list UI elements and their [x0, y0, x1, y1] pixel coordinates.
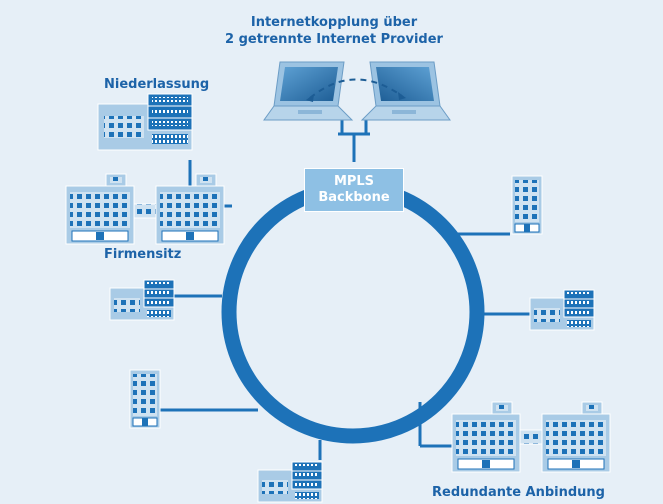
office-building-icon-niederlassung — [97, 93, 193, 151]
backbone-label-line1: MPLS — [333, 174, 375, 189]
office-building-icon-firmensitz-left — [65, 173, 135, 245]
office-building-icon-redundant-right — [541, 401, 611, 473]
laptop-icon-right — [361, 61, 451, 121]
office-building-icon-left-bottom — [129, 369, 161, 429]
internet-label-line2: 2 getrennte Internet Provider — [225, 32, 443, 47]
redundante-anbindung-label: Redundante Anbindung — [432, 485, 605, 500]
mpls-backbone-box: MPLS Backbone — [304, 168, 404, 212]
office-building-icon-bottom-center — [257, 461, 323, 503]
office-building-icon-left-middle — [109, 279, 175, 321]
internet-link-dashes — [309, 78, 403, 99]
internet-coupling-label: Internetkopplung über 2 getrennte Intern… — [214, 14, 454, 48]
office-building-icon-right-middle — [529, 289, 595, 331]
backbone-label-line2: Backbone — [318, 190, 390, 205]
office-building-icon-right-upper — [511, 175, 543, 235]
internet-label-line1: Internetkopplung über — [250, 15, 418, 30]
niederlassung-label: Niederlassung — [104, 77, 210, 92]
backbone-ring — [221, 180, 485, 444]
laptop-icon-left — [263, 61, 353, 121]
office-building-icon-redundant-left — [451, 401, 521, 473]
firmensitz-label: Firmensitz — [104, 247, 182, 262]
